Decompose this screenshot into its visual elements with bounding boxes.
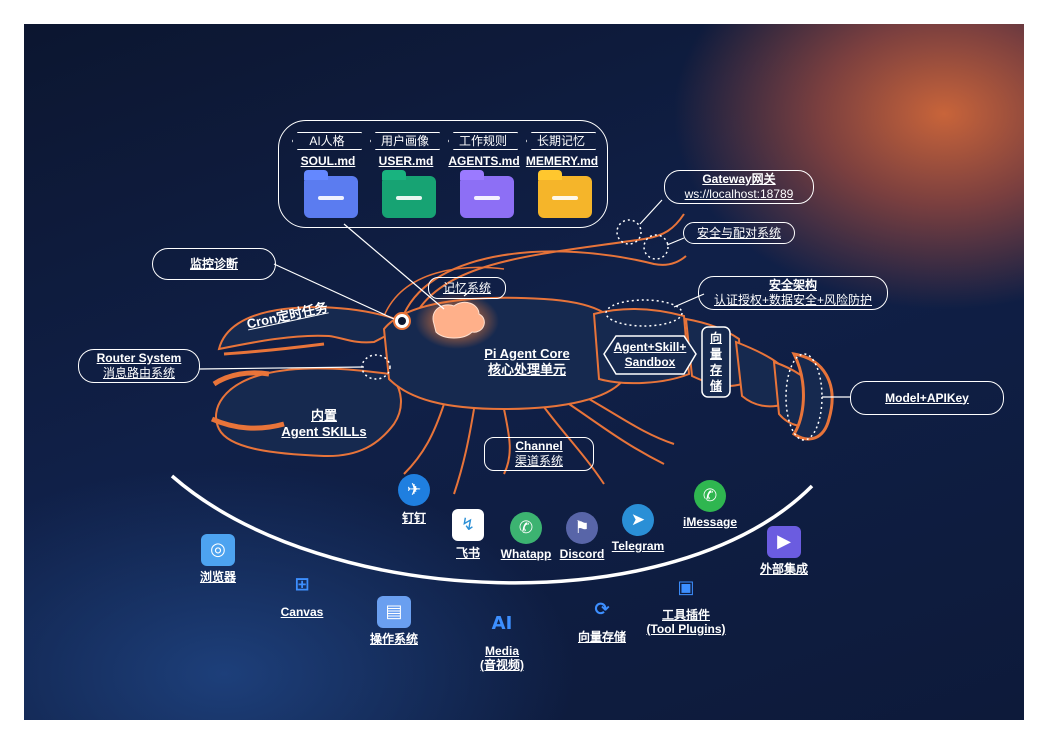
discord-icon: ⚑: [566, 512, 598, 544]
integration-name: 外部集成: [759, 562, 808, 576]
integration-item[interactable]: ▶ 外部集成: [736, 526, 832, 576]
monitor-box[interactable]: 监控诊断: [152, 248, 276, 280]
integration-name: 向量存储: [577, 630, 626, 644]
memory-file-name: USER.md: [378, 154, 434, 168]
gateway-title: Gateway网关: [702, 172, 776, 186]
channel-item[interactable]: ✈ 钉钉: [376, 474, 452, 526]
memory-file-item[interactable]: 工作规则 AGENTS.md: [446, 132, 522, 228]
security-pairing-box[interactable]: 安全与配对系统: [683, 222, 795, 244]
telegram-icon: ➤: [622, 504, 654, 536]
folder-icon: [538, 170, 592, 218]
integration-item[interactable]: ⟳ 向量存储: [554, 594, 650, 644]
canvas-icon: ⊞: [294, 574, 310, 595]
folder-stripe: [396, 196, 422, 200]
folder-icon: [304, 170, 358, 218]
memory-file-tag: 长期记忆: [526, 132, 596, 150]
agent-sandbox-line1: Agent+Skill+: [613, 340, 687, 354]
agent-sandbox-label[interactable]: Agent+Skill+ Sandbox: [608, 340, 692, 370]
folder-stripe: [474, 196, 500, 200]
memory-file-item[interactable]: 长期记忆 MEMERY.md: [524, 132, 600, 228]
channel-name: Telegram: [611, 539, 665, 553]
memory-files-panel: [278, 120, 608, 228]
feishu-icon: ↯: [452, 509, 484, 541]
memory-file-tag: 工作规则: [448, 132, 518, 150]
memory-files-row: AI人格 SOUL.md 用户画像 USER.md 工作规则 AGENTS.md 长期记忆 M…: [290, 132, 600, 228]
memory-file-item[interactable]: 用户画像 USER.md: [368, 132, 444, 228]
memory-file-tag: 用户画像: [370, 132, 440, 150]
integration-item[interactable]: ◎ 浏览器: [170, 534, 266, 584]
skills-line1: 内置: [310, 408, 337, 423]
memory-system-box[interactable]: 记忆系统: [428, 277, 506, 299]
imessage-icon: ✆: [694, 480, 726, 512]
folder-tab: [304, 170, 328, 180]
monitor-label: 监控诊断: [189, 256, 238, 271]
security-arch-sub: 认证授权+数据安全+风险防护: [713, 293, 873, 307]
folder-icon: [460, 170, 514, 218]
folder-stripe: [318, 196, 344, 200]
channel-name: Whatapp: [500, 547, 552, 561]
integration-item[interactable]: ▣ 工具插件(Tool Plugins): [638, 572, 734, 636]
integration-name: 操作系统: [369, 632, 418, 646]
integration-subtitle: (音视频): [480, 658, 524, 672]
memory-file-tag: AI人格: [292, 132, 362, 150]
channel-name: 飞书: [455, 546, 480, 560]
model-label: Model+APIKey: [885, 390, 969, 405]
integration-name: 浏览器: [199, 570, 236, 584]
tool-plugins-icon: ▣: [677, 577, 695, 598]
security-arch-title: 安全架构: [768, 278, 817, 292]
integration-item[interactable]: AI Media(音视频): [454, 608, 550, 672]
memory-file-name: AGENTS.md: [448, 154, 520, 168]
whatsapp-icon: ✆: [510, 512, 542, 544]
security-architecture-box[interactable]: 安全架构 认证授权+数据安全+风险防护: [698, 276, 888, 310]
memory-file-item[interactable]: AI人格 SOUL.md: [290, 132, 366, 228]
channel-item[interactable]: ✆ Whatapp: [488, 512, 564, 561]
integration-name: 工具插件: [661, 608, 710, 622]
external-integration-icon: ▶: [767, 526, 801, 558]
core-title: Pi Agent Core: [484, 346, 570, 361]
integration-name: Media: [484, 644, 519, 658]
memory-system-label: 记忆系统: [442, 280, 491, 295]
channel-sub: 渠道系统: [514, 454, 563, 468]
media-ai-icon: AI: [491, 613, 513, 634]
router-sub: 消息路由系统: [102, 366, 175, 380]
channel-item[interactable]: ➤ Telegram: [600, 504, 676, 553]
memory-file-name: SOUL.md: [300, 154, 356, 168]
channel-box[interactable]: Channel 渠道系统: [484, 437, 594, 471]
skills-line2: Agent SKILLs: [281, 424, 367, 439]
os-icon: ▤: [377, 596, 411, 628]
folder-icon: [382, 170, 436, 218]
security-pairing-label: 安全与配对系统: [696, 225, 781, 240]
channel-item[interactable]: ↯ 飞书: [430, 509, 506, 561]
vector-storage-icon: ⟳: [594, 599, 610, 620]
diagram-canvas: AI人格 SOUL.md 用户画像 USER.md 工作规则 AGENTS.md 长期记忆 M…: [24, 24, 1024, 720]
integration-name: Canvas: [280, 605, 324, 619]
router-box[interactable]: Router System 消息路由系统: [78, 349, 200, 383]
folder-stripe: [552, 196, 578, 200]
gateway-box[interactable]: Gateway网关 ws://localhost:18789: [664, 170, 814, 204]
channel-item[interactable]: ⚑ Discord: [544, 512, 620, 561]
vector-storage-vertical[interactable]: 向量存储: [708, 330, 724, 394]
gateway-url: ws://localhost:18789: [684, 187, 794, 201]
channel-name: iMessage: [682, 515, 738, 529]
integration-item[interactable]: ⊞ Canvas: [254, 569, 350, 619]
folder-tab: [538, 170, 562, 180]
skills-label[interactable]: 内置 Agent SKILLs: [274, 408, 374, 440]
memory-file-name: MEMERY.md: [525, 154, 599, 168]
core-label[interactable]: Pi Agent Core 核心处理单元: [472, 346, 582, 378]
router-title: Router System: [96, 351, 182, 365]
browser-icon: ◎: [201, 534, 235, 566]
model-apikey-box[interactable]: Model+APIKey: [850, 381, 1004, 415]
dingtalk-icon: ✈: [398, 474, 430, 506]
core-sub: 核心处理单元: [487, 362, 566, 377]
integration-subtitle: (Tool Plugins): [646, 622, 726, 636]
channel-item[interactable]: ✆ iMessage: [672, 480, 748, 529]
channel-name: Discord: [559, 547, 605, 561]
vector-storage-vertical-text: 向量存储: [709, 331, 722, 393]
channel-title: Channel: [515, 439, 563, 453]
integration-item[interactable]: ▤ 操作系统: [346, 596, 442, 646]
folder-tab: [460, 170, 484, 180]
folder-tab: [382, 170, 406, 180]
channel-name: 钉钉: [401, 511, 426, 525]
agent-sandbox-line2: Sandbox: [624, 355, 676, 369]
